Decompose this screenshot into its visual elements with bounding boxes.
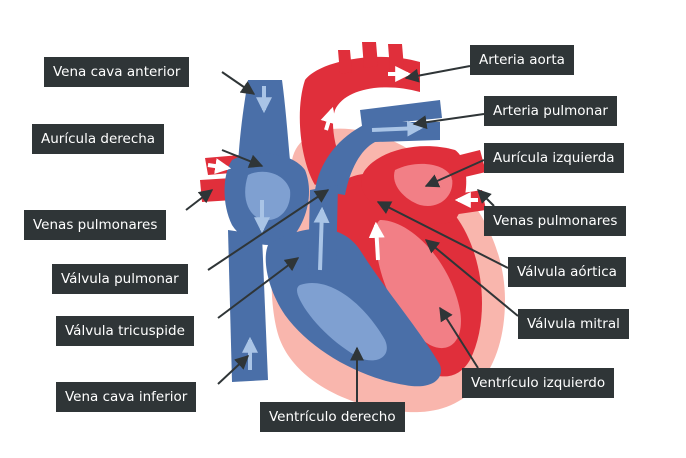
label-ventriculo-derecho: Ventrículo derecho	[260, 402, 405, 432]
flow-arrow-pv-left	[207, 158, 232, 175]
leader-valvula-pulmonar	[207, 189, 330, 271]
aorta-branch-2	[362, 42, 378, 68]
leader-arteria-pulmonar	[412, 113, 485, 130]
flow-arrow-rv	[313, 206, 330, 271]
superior-vena-cava	[238, 80, 290, 165]
label-vena-cava-anterior: Vena cava anterior	[44, 57, 190, 87]
aorta-branch-1	[338, 50, 352, 74]
left-atrium-inner	[394, 163, 453, 206]
leader-vena-cava-anterior	[221, 71, 256, 95]
label-valvula-aortica: Válvula aórtica	[508, 257, 626, 287]
leader-valvula-mitral	[424, 239, 519, 317]
leader-auricula-izquierda	[424, 159, 485, 188]
label-valvula-mitral: Válvula mitral	[518, 309, 629, 339]
label-arteria-pulmonar: Arteria pulmonar	[484, 96, 617, 126]
right-ventricle-inner	[297, 283, 387, 361]
label-valvula-pulmonar: Válvula pulmonar	[52, 264, 188, 294]
aorta-branch-3	[388, 44, 404, 70]
label-ventriculo-izquierdo: Ventrículo izquierdo	[462, 368, 615, 398]
label-venas-pulmonares-izq: Venas pulmonares	[24, 210, 167, 240]
right-atrium-inner	[245, 171, 291, 221]
label-auricula-derecha: Aurícula derecha	[32, 124, 165, 154]
leader-vena-cava-inferior	[217, 355, 250, 385]
leader-venas-pulmonares-izq	[185, 189, 214, 211]
label-auricula-izquierda: Aurícula izquierda	[484, 143, 624, 173]
inferior-vena-cava	[228, 230, 268, 382]
label-vena-cava-inferior: Vena cava inferior	[56, 382, 197, 412]
leader-valvula-aortica	[376, 201, 509, 269]
label-venas-pulmonares-der: Venas pulmonares	[484, 206, 627, 236]
aorta	[299, 56, 420, 185]
flow-arrow-pa	[371, 120, 424, 137]
leader-arteria-aorta	[404, 65, 471, 83]
leader-venas-pulmonares-der	[477, 189, 495, 207]
leader-auricula-derecha	[221, 149, 264, 168]
pulmonary-artery	[315, 122, 440, 195]
flow-arrow-ao-desc	[320, 106, 336, 131]
leader-valvula-tricuspide	[217, 257, 300, 319]
flow-arrow-lv	[368, 221, 385, 261]
label-arteria-aorta: Arteria aorta	[470, 45, 574, 75]
leader-ventriculo-izquierdo	[439, 306, 479, 369]
label-valvula-tricuspide: Válvula tricuspide	[56, 316, 194, 346]
